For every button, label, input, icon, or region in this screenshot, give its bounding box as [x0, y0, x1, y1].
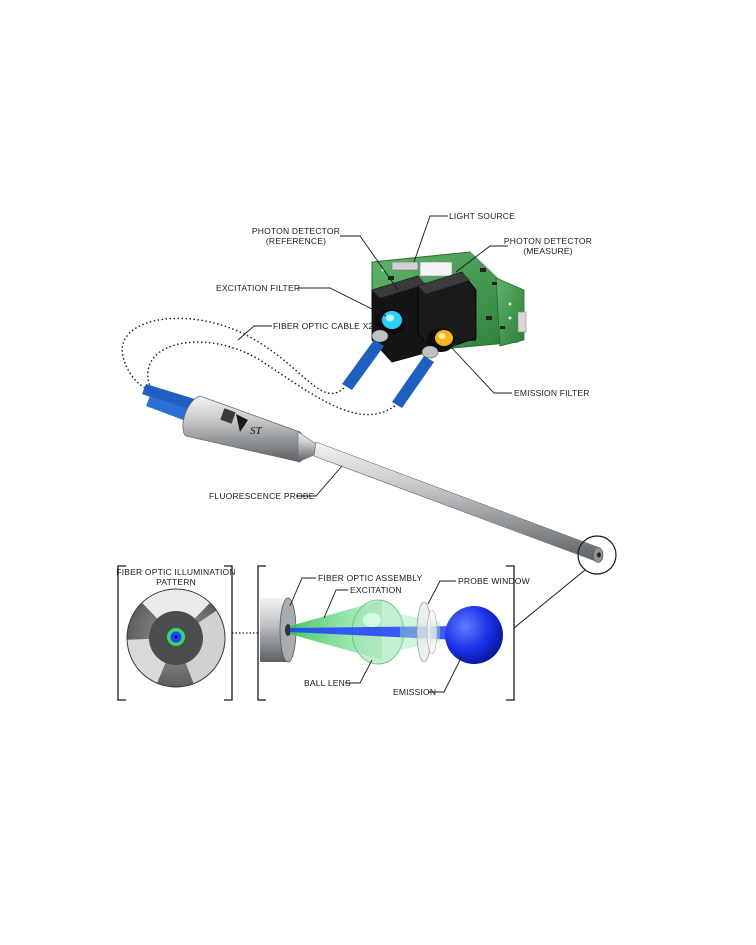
- label-photon-detector-measure-line1: PHOTON DETECTOR: [503, 236, 593, 246]
- label-illumination-pattern-line2: PATTERN: [156, 577, 196, 587]
- label-photon-detector-reference-line2: (REFERENCE): [265, 236, 327, 246]
- circuit-board-assembly: [342, 251, 527, 408]
- light-source-component: [391, 261, 419, 271]
- emission-filter-component: [421, 328, 455, 359]
- label-probe-window: PROBE WINDOW: [458, 576, 530, 586]
- cable-boot-measure: [392, 356, 434, 408]
- fiber-optic-cables: [121, 317, 396, 416]
- label-fiber-optic-assembly: FIBER OPTIC ASSEMBLY: [318, 573, 423, 583]
- label-emission-filter: EMISSION FILTER: [514, 388, 590, 398]
- probe-window: [416, 601, 438, 663]
- optics-detail-panel: [257, 565, 515, 701]
- magnifier-connector: [513, 569, 586, 629]
- label-excitation-filter: EXCITATION FILTER: [216, 283, 301, 293]
- label-emission: EMISSION: [393, 687, 437, 697]
- cable-boot-reference: [342, 340, 384, 390]
- emission-beam: [290, 626, 458, 640]
- label-photon-detector-measure-line2: (MEASURE): [523, 246, 573, 256]
- svg-text:ST: ST: [250, 425, 263, 437]
- label-fluorescence-probe: FLUORESCENCE PROBE: [209, 491, 315, 501]
- leader-lines: [237, 215, 512, 693]
- label-light-source: LIGHT SOURCE: [449, 211, 516, 221]
- company-logo: ST: [220, 408, 263, 437]
- fiber-optic-assembly: [260, 597, 297, 663]
- label-photon-detector-reference-line1: PHOTON DETECTOR: [251, 226, 341, 236]
- emission-sphere: [445, 606, 503, 664]
- label-illumination-pattern-line1: FIBER OPTIC ILLUMINATION: [116, 567, 236, 577]
- magnifier-circle: [577, 535, 617, 575]
- fluorescence-probe: ST: [142, 384, 604, 563]
- label-excitation: EXCITATION: [350, 585, 402, 595]
- label-ball-lens: BALL LENS: [304, 678, 351, 688]
- label-fiber-optic-cable: FIBER OPTIC CABLE X2: [273, 321, 374, 331]
- excitation-filter-component: [371, 309, 405, 343]
